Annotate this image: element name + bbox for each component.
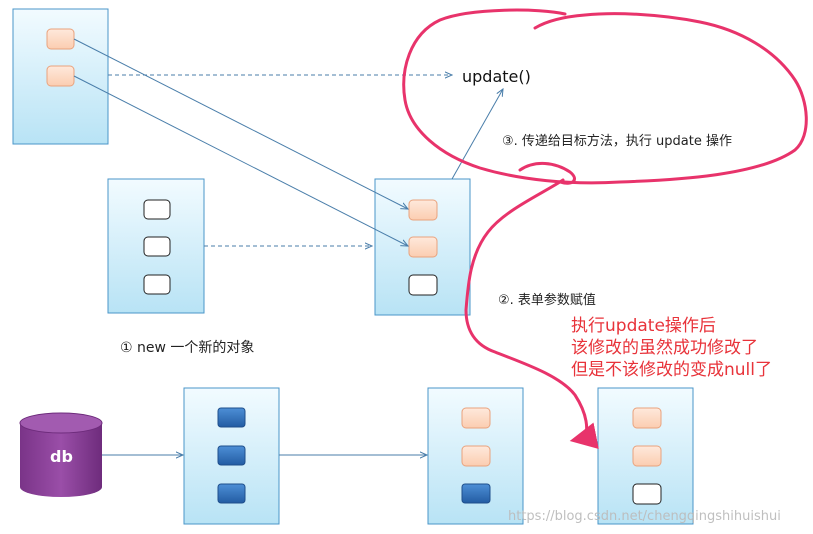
field-blue xyxy=(461,483,491,504)
step2-label: ②. 表单参数赋值 xyxy=(498,292,596,308)
note-line-3: 但是不该修改的变成null了 xyxy=(571,360,772,380)
entity-box-db-row xyxy=(183,387,280,525)
field-empty xyxy=(143,236,171,257)
field-orange xyxy=(46,28,75,50)
arrow-field1-to-assigned xyxy=(73,38,408,209)
entity-box-source xyxy=(12,8,109,145)
note-line-2: 该修改的虽然成功修改了 xyxy=(571,338,758,358)
field-orange xyxy=(408,199,438,221)
field-orange xyxy=(461,407,491,429)
entity-box-new-object xyxy=(107,178,205,314)
watermark: https://blog.csdn.net/chengqingshihuishu… xyxy=(508,509,781,524)
step3-label: ③. 传递给目标方法，执行 update 操作 xyxy=(502,133,732,149)
arrows xyxy=(73,38,503,455)
field-empty xyxy=(632,483,662,505)
field-blue xyxy=(217,483,246,504)
arrow-assigned-to-update xyxy=(451,89,503,180)
update-method-label: update() xyxy=(462,67,531,86)
field-orange xyxy=(46,65,75,87)
step1-label: ① new 一个新的对象 xyxy=(120,340,254,356)
field-orange xyxy=(461,445,491,467)
field-blue xyxy=(217,445,246,466)
entity-box-actual xyxy=(597,387,694,525)
field-orange xyxy=(632,445,662,467)
db-label: db xyxy=(50,447,73,466)
database-cylinder-icon xyxy=(19,412,103,497)
entity-box-expected xyxy=(427,387,524,525)
field-empty xyxy=(408,274,438,296)
field-empty xyxy=(143,274,171,295)
field-blue xyxy=(217,407,246,428)
note-line-1: 执行update操作后 xyxy=(571,316,716,336)
field-empty xyxy=(143,199,171,220)
arrow-field2-to-assigned xyxy=(73,75,408,246)
highlight-scribble xyxy=(402,8,808,450)
entity-box-assigned xyxy=(374,178,471,316)
field-orange xyxy=(632,407,662,429)
field-orange xyxy=(408,236,438,258)
